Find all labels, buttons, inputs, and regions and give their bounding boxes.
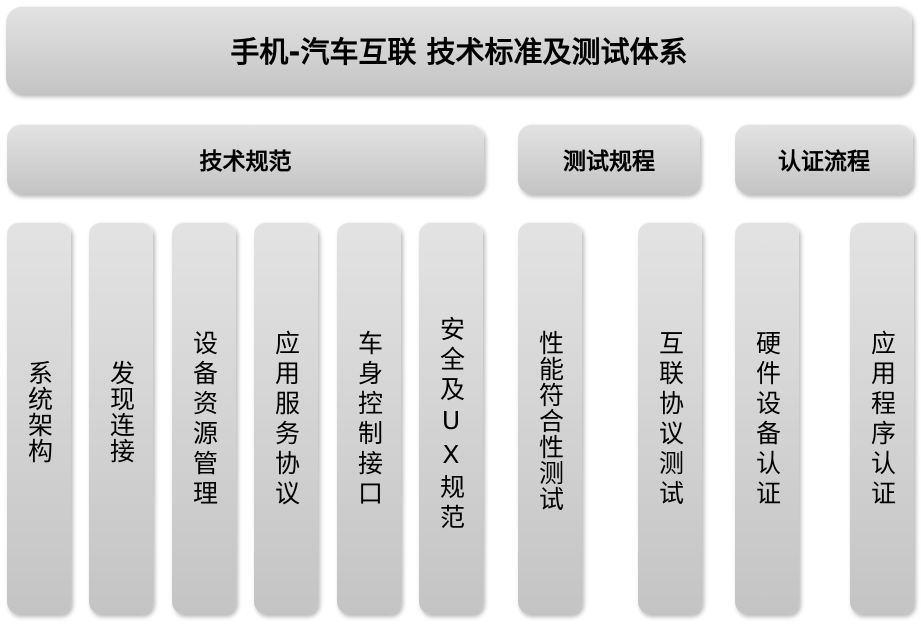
column-discovery-connection: 发现连接 bbox=[89, 222, 153, 614]
column-label: 安全及UX规范 bbox=[436, 316, 466, 534]
column-label: 硬件设备认证 bbox=[752, 330, 782, 510]
column-label: 性能符合性测试 bbox=[535, 330, 565, 512]
column-interconnect-protocol-test: 互联协议测试 bbox=[638, 222, 702, 614]
category-label: 测试规程 bbox=[563, 149, 655, 175]
column-performance-conformance-test: 性能符合性测试 bbox=[518, 222, 582, 614]
category-test-procedure: 测试规程 bbox=[518, 124, 700, 194]
column-device-resource-management: 设备资源管理 bbox=[172, 222, 236, 614]
category-certification-process: 认证流程 bbox=[735, 124, 913, 194]
column-label: 设备资源管理 bbox=[189, 330, 219, 510]
column-label: 发现连接 bbox=[106, 360, 136, 464]
diagram-title: 手机-汽车互联 技术标准及测试体系 bbox=[230, 35, 688, 69]
category-label: 技术规范 bbox=[199, 149, 292, 175]
title-banner: 手机-汽车互联 技术标准及测试体系 bbox=[6, 6, 912, 94]
column-label: 互联协议测试 bbox=[655, 330, 685, 510]
column-hardware-device-certification: 硬件设备认证 bbox=[735, 222, 799, 614]
column-label: 系统架构 bbox=[24, 360, 54, 464]
column-system-architecture: 系统架构 bbox=[7, 222, 71, 614]
column-label: 应用程序认证 bbox=[867, 330, 897, 510]
column-app-service-protocol: 应用服务协议 bbox=[254, 222, 318, 614]
column-application-certification: 应用程序认证 bbox=[850, 222, 914, 614]
column-label: 应用服务协议 bbox=[271, 330, 301, 510]
category-tech-spec: 技术规范 bbox=[7, 124, 484, 194]
column-label: 车身控制接口 bbox=[354, 330, 384, 510]
category-label: 认证流程 bbox=[778, 149, 870, 175]
column-security-ux-spec: 安全及UX规范 bbox=[419, 222, 483, 614]
column-body-control-interface: 车身控制接口 bbox=[337, 222, 401, 614]
